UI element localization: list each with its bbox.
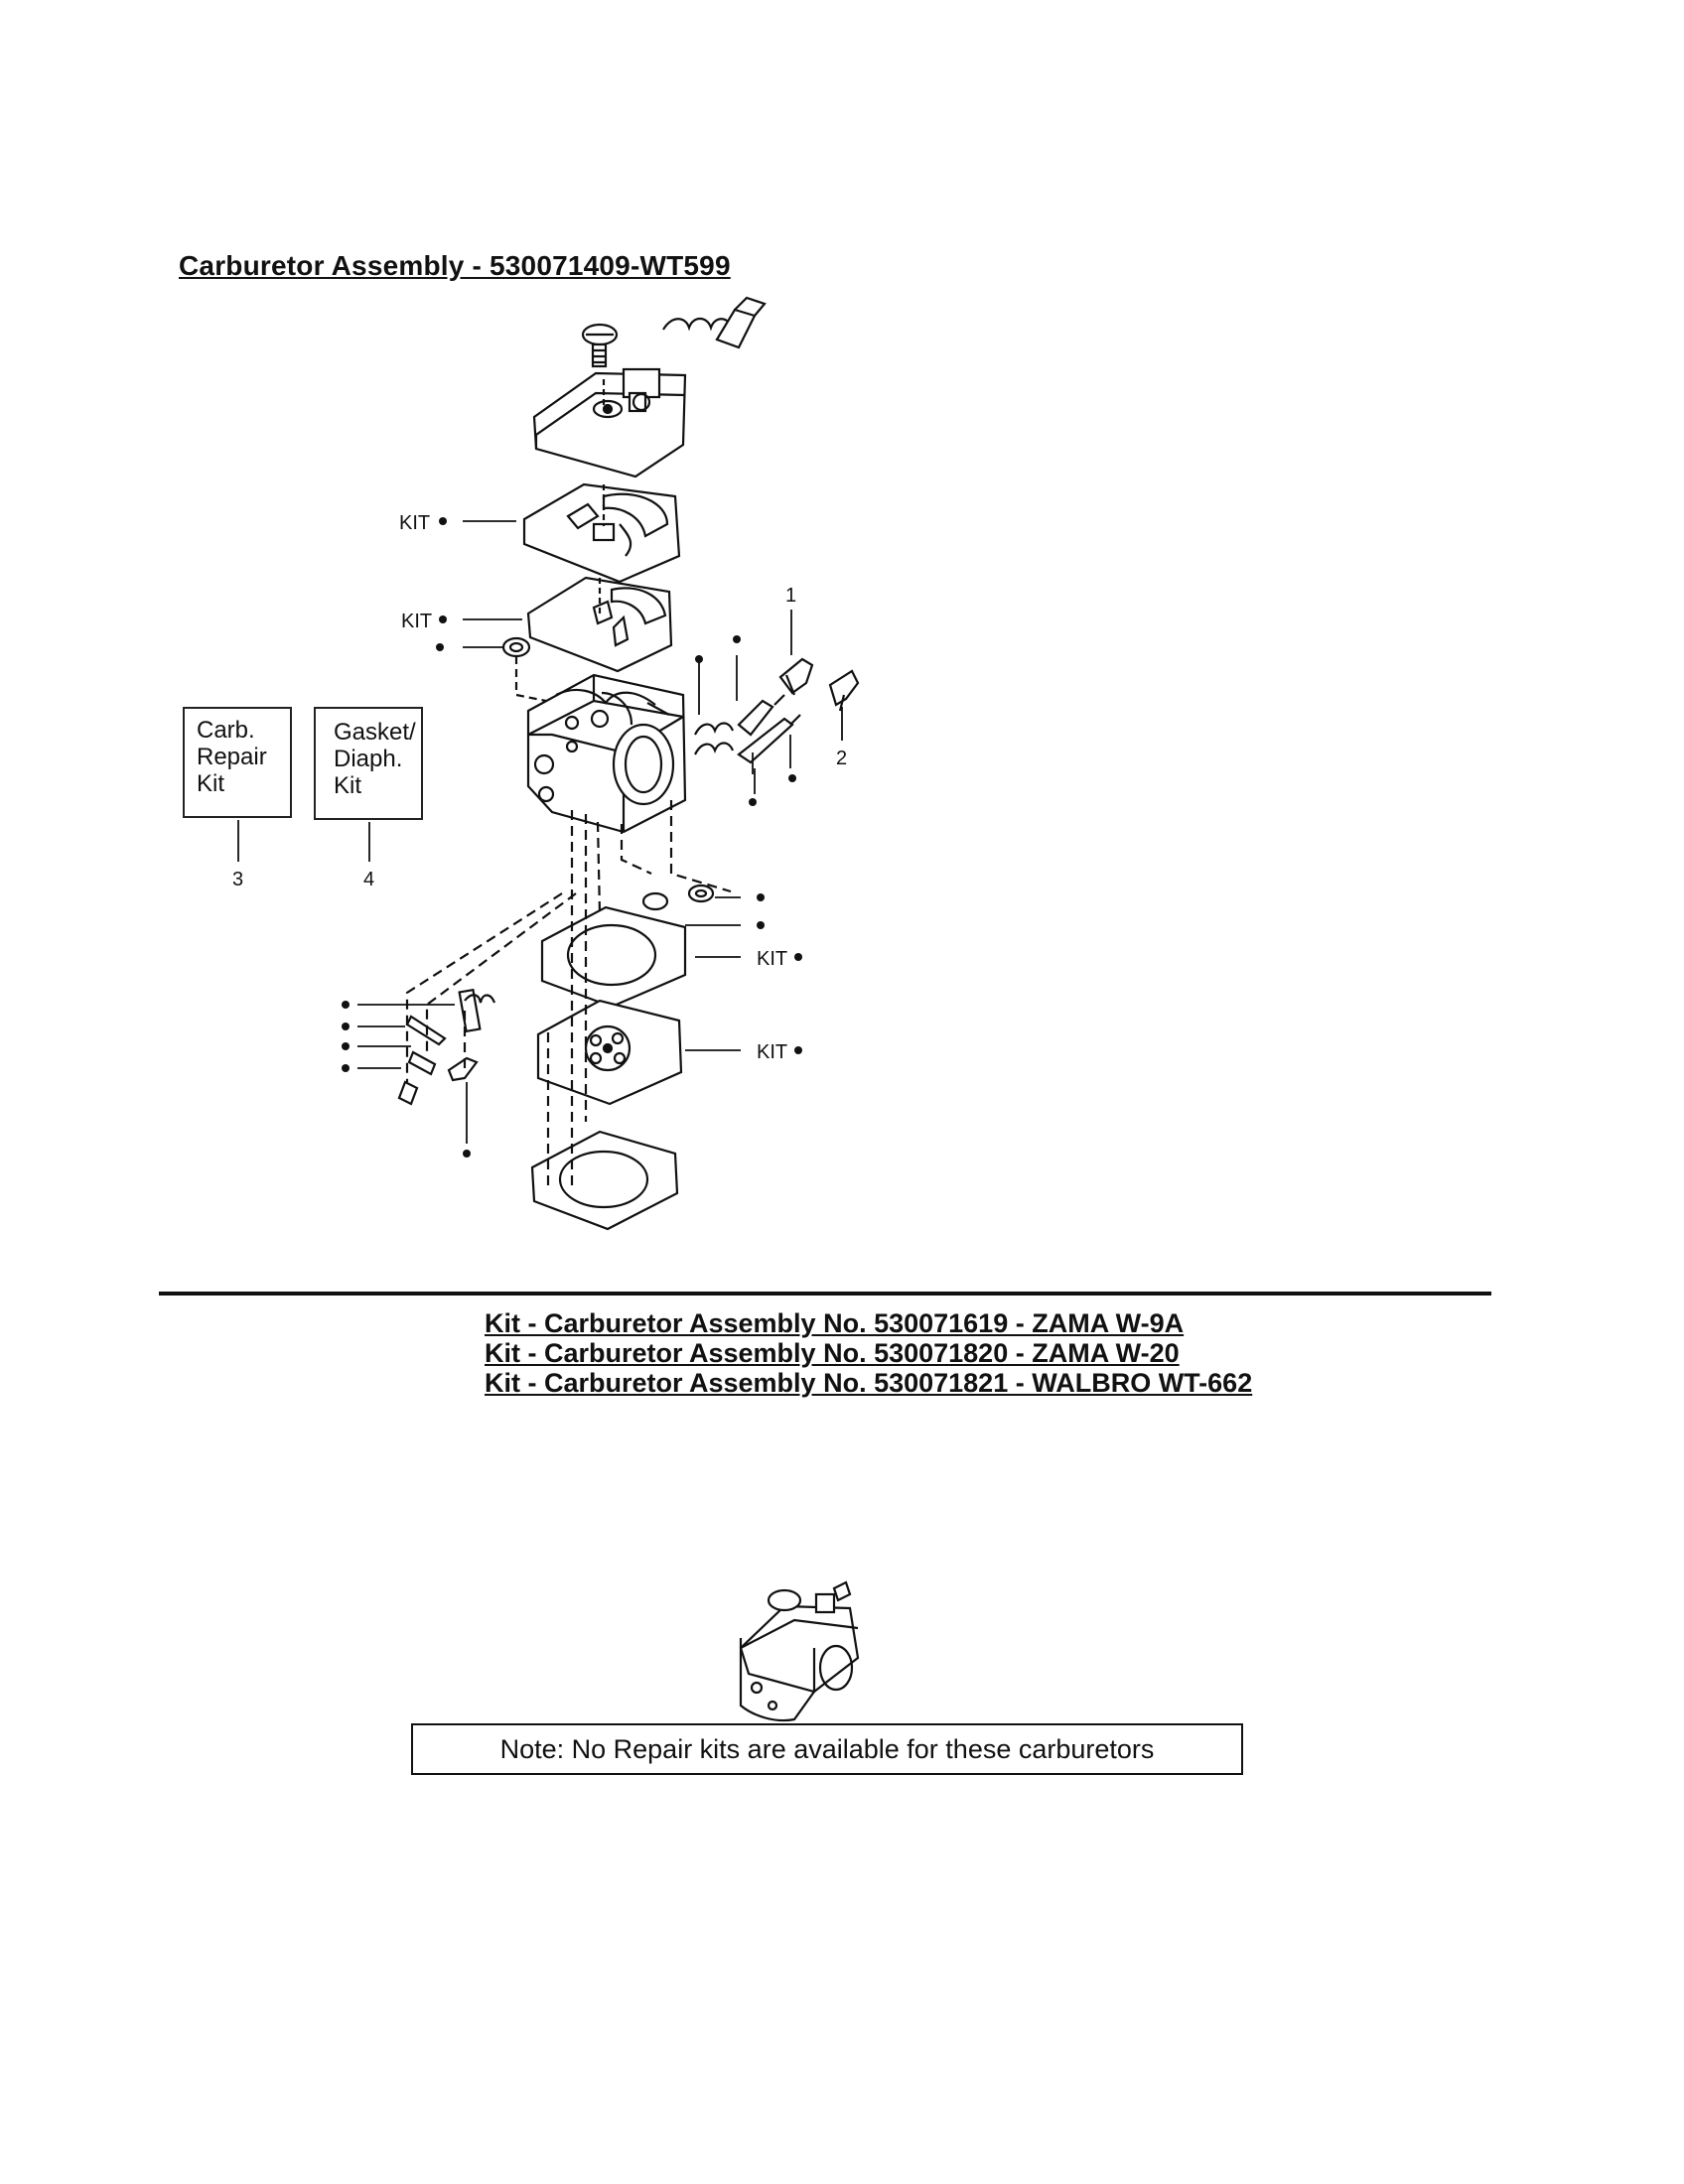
diaphragm-upper [526, 576, 673, 673]
ref-number-3: 3 [232, 869, 243, 890]
kit-box-line: Kit [197, 770, 225, 797]
top-cover [532, 367, 687, 478]
small-carburetor-illustration [739, 1580, 860, 1722]
kit-heading: Kit - Carburetor Assembly No. 530071619 … [485, 1308, 1185, 1338]
kit-headings-list: Kit - Carburetor Assembly No. 530071619 … [485, 1308, 1252, 1398]
kit-box-line: Repair [197, 744, 267, 770]
kit-label-diaphragm-upper: KIT [401, 611, 432, 632]
kit-heading: Kit - Carburetor Assembly No. 530071821 … [485, 1368, 1253, 1398]
kit-label-gasket-upper: KIT [399, 512, 430, 534]
gasket-upper [522, 482, 681, 584]
kit-heading: Kit - Carburetor Assembly No. 530071820 … [485, 1338, 1180, 1368]
page-title: Carburetor Assembly - 530071409-WT599 [179, 250, 731, 281]
ref-number-2: 2 [836, 748, 847, 769]
gasket-diaph-kit-box: Gasket/ Diaph. Kit [314, 707, 423, 820]
limiter-caps [778, 657, 860, 712]
note-box: Note: No Repair kits are available for t… [411, 1723, 1243, 1775]
kit-box-line: Diaph. [334, 746, 403, 772]
top-screw [581, 323, 619, 368]
kit-box-line: Kit [334, 772, 362, 799]
note-text: Note: No Repair kits are available for t… [499, 1733, 1155, 1764]
washers-lower [641, 884, 715, 911]
kit-label-lower-gasket: KIT [757, 948, 787, 970]
ref-number-1: 1 [785, 585, 796, 607]
small-parts-left [397, 988, 496, 1106]
small-washer [501, 636, 577, 709]
bottom-cover [530, 1130, 679, 1231]
kit-box-line: Gasket/ [334, 719, 416, 746]
ref-number-4: 4 [363, 869, 374, 890]
carb-repair-kit-box: Carb. Repair Kit [183, 707, 292, 818]
kit-label-lower-diaphragm: KIT [757, 1041, 787, 1063]
needle-assemblies [694, 694, 801, 764]
lower-gasket [540, 905, 687, 1009]
adjusting-screw [662, 296, 767, 349]
carburetor-body [526, 673, 687, 834]
kit-box-line: Carb. [197, 717, 255, 744]
lower-diaphragm [536, 999, 683, 1106]
